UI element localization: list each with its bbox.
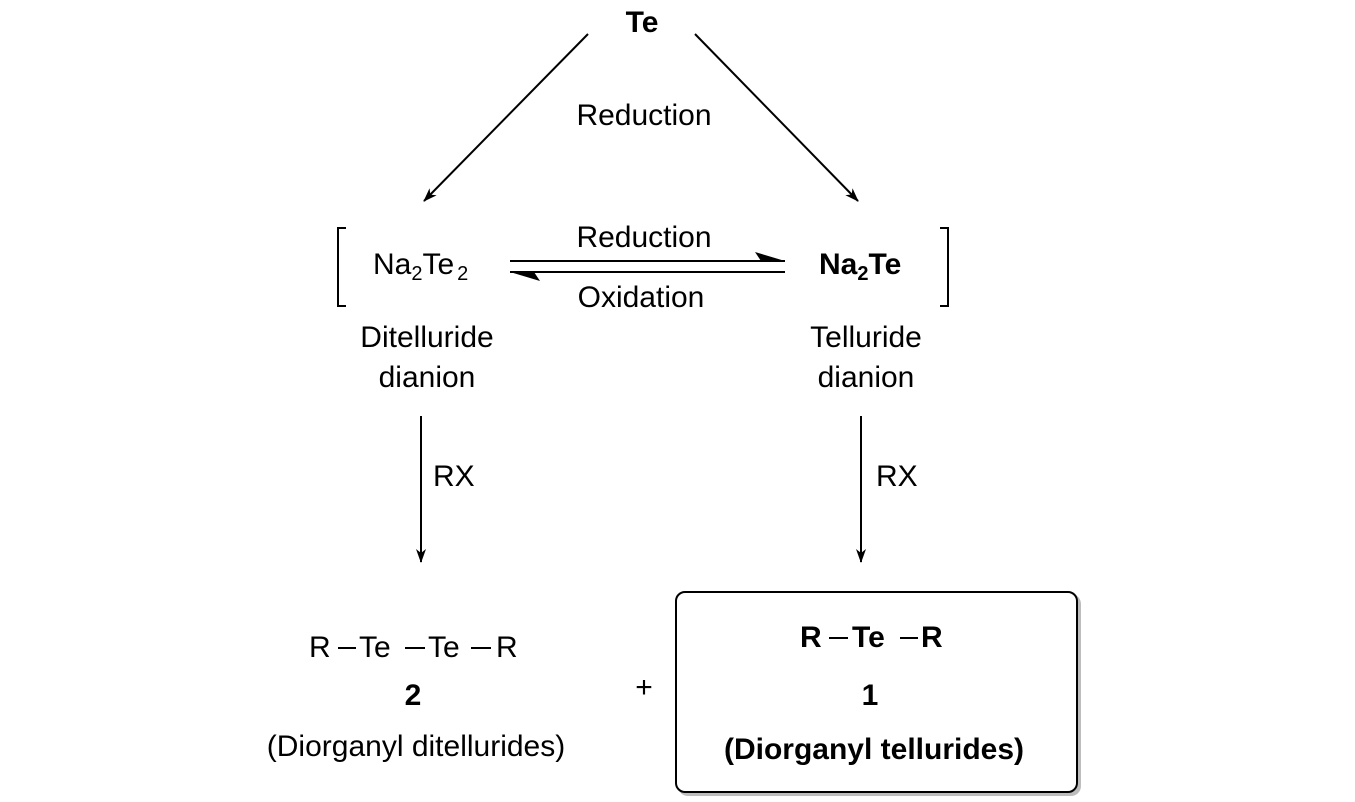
- product1-te: Te: [852, 621, 885, 654]
- rx-right-label: RX: [876, 460, 918, 493]
- reduction-label-top: Reduction: [576, 99, 712, 132]
- left-bracket: [337, 227, 346, 307]
- equilibrium-backward-head: [510, 272, 540, 281]
- telluride-name-line2: dianion: [817, 361, 915, 394]
- equilibrium-forward-label: Reduction: [576, 221, 712, 254]
- highlight-box: [675, 591, 1078, 793]
- tellurium-label: Te: [625, 6, 659, 39]
- rx-left-label: RX: [433, 460, 475, 493]
- product2-number: 2: [404, 679, 422, 712]
- product1-r2: R: [921, 621, 943, 654]
- ditelluride-name-line2: dianion: [378, 361, 476, 394]
- telluride-name-line1: Telluride: [810, 321, 922, 354]
- arrow-te-to-telluride: [694, 33, 859, 202]
- equilibrium-forward-head: [755, 252, 785, 261]
- plus-sign: +: [635, 671, 653, 704]
- product2-r1: R: [309, 631, 331, 664]
- product1-r1: R: [800, 621, 822, 654]
- product1-name: (Diorganyl tellurides): [723, 733, 1025, 766]
- arrow-te-to-ditelluride: [423, 33, 589, 202]
- telluride-formula: Na2Te: [819, 248, 902, 285]
- product2-name: (Diorganyl ditellurides): [266, 730, 566, 763]
- equilibrium-backward-label: Oxidation: [577, 281, 705, 314]
- product2-r2: R: [496, 631, 518, 664]
- product2-te1: Te: [359, 631, 391, 664]
- right-bracket: [940, 227, 949, 307]
- ditelluride-name-line1: Ditelluride: [360, 321, 494, 354]
- product2-te2: Te: [428, 631, 460, 664]
- product1-number: 1: [861, 679, 879, 712]
